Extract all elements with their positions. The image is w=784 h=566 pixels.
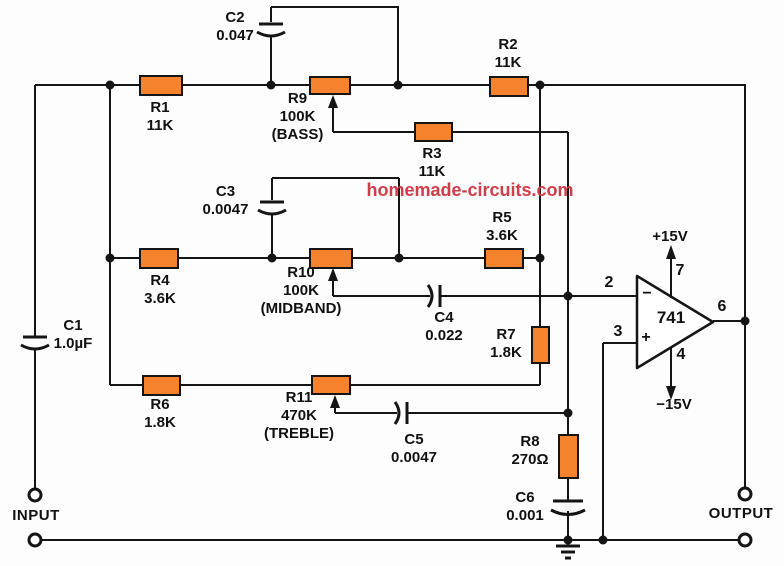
label-opamp-part: 741: [656, 308, 686, 327]
label-R9: R9 100K (BASS): [250, 90, 345, 144]
label-C6-value: 0.001: [506, 507, 544, 524]
input-label: INPUT: [12, 507, 60, 524]
supply-arrow-down: [666, 347, 676, 400]
label-R5: R5 3.6K: [466, 209, 538, 245]
label-R8-value: 270Ω: [511, 451, 549, 468]
resistor-R4-body: [139, 248, 179, 269]
capacitor-C4-symbol: [426, 284, 442, 308]
label-C6-ref: C6: [515, 489, 535, 506]
label-supply-positive: +15V: [652, 228, 688, 245]
ground-symbol: [556, 544, 580, 560]
junction-dots: [105, 80, 750, 545]
watermark: homemade-circuits.com: [366, 180, 574, 200]
label-C6: C6 0.001: [489, 489, 561, 525]
label-R2: R2 11K: [472, 36, 544, 72]
label-C1-ref: C1: [63, 317, 83, 334]
input-terminal: [27, 487, 43, 503]
label-R4-ref: R4: [150, 272, 170, 289]
label-C2-value: 0.047: [216, 27, 254, 44]
label-R7: R7 1.8K: [470, 326, 542, 362]
capacitor-C1-symbol: [20, 335, 50, 351]
label-R2-value: 11K: [494, 54, 522, 71]
opamp-inverting-sign: −: [642, 285, 652, 302]
label-R3-ref: R3: [422, 145, 442, 162]
label-C4-value: 0.022: [425, 327, 463, 344]
label-C5-ref: C5: [404, 431, 424, 448]
wiper-arrow-R9: [328, 95, 338, 132]
label-C3: C3 0.0047: [178, 183, 273, 219]
potentiometer-R10-body: [309, 248, 353, 269]
label-C4-ref: C4: [434, 309, 454, 326]
output-label: OUTPUT: [708, 505, 774, 522]
label-R2-ref: R2: [498, 36, 518, 53]
capacitor-C3-symbol: [257, 200, 287, 216]
label-C5-value: 0.0047: [391, 449, 437, 466]
label-C4: C4 0.022: [402, 309, 486, 345]
label-R10: R10 100K (MIDBAND): [242, 264, 360, 318]
label-C1-value: 1.0µF: [53, 335, 93, 352]
label-R5-value: 3.6K: [486, 227, 518, 244]
label-R6-value: 1.8K: [144, 414, 176, 431]
output-ground-terminal: [737, 532, 753, 548]
label-C1: C1 1.0µF: [42, 317, 104, 353]
label-C2: C2 0.047: [195, 9, 275, 45]
label-C2-ref: C2: [225, 9, 245, 26]
label-R1-ref: R1: [150, 99, 170, 116]
capacitor-C6-symbol: [550, 499, 586, 516]
label-R1-value: 11K: [146, 117, 174, 134]
label-supply-negative: −15V: [656, 396, 692, 413]
opamp-triangle: [635, 274, 715, 370]
resistor-R6-body: [142, 375, 181, 396]
label-C3-ref: C3: [215, 183, 236, 200]
resistor-R5-body: [484, 248, 524, 269]
label-pin6: 6: [717, 298, 727, 315]
label-R6-ref: R6: [150, 396, 170, 413]
label-pin2: 2: [604, 274, 614, 291]
label-R8-ref: R8: [520, 433, 540, 450]
label-R1: R1 11K: [124, 99, 196, 135]
label-R4-value: 3.6K: [144, 290, 176, 307]
label-R10-ref: R10: [287, 264, 315, 281]
potentiometer-R11-body: [311, 375, 351, 395]
label-R10-function: (MIDBAND): [260, 300, 342, 317]
label-R11-function: (TREBLE): [264, 425, 334, 442]
label-R11: R11 470K (TREBLE): [240, 389, 358, 443]
capacitor-C5-symbol: [393, 401, 409, 425]
supply-arrow-up: [666, 245, 676, 298]
label-R7-ref: R7: [496, 326, 516, 343]
opamp-noninverting-sign: +: [641, 329, 651, 346]
label-R3-value: 11K: [418, 163, 446, 180]
label-pin4: 4: [676, 346, 686, 363]
wiper-arrow-R10: [328, 268, 338, 296]
label-pin7: 7: [675, 262, 685, 279]
label-R9-ref: R9: [287, 90, 308, 107]
label-R10-value: 100K: [283, 282, 319, 299]
label-R8: R8 270Ω: [494, 433, 566, 469]
label-R7-value: 1.8K: [490, 344, 522, 361]
resistor-R1-body: [139, 75, 183, 96]
capacitor-C2-symbol: [256, 22, 286, 38]
label-R3: R3 11K: [396, 145, 468, 181]
label-R9-function: (BASS): [271, 126, 324, 143]
label-R6: R6 1.8K: [124, 396, 196, 432]
potentiometer-R9-body: [309, 76, 351, 95]
label-pin3: 3: [613, 323, 623, 340]
label-C5: C5 0.0047: [372, 431, 456, 467]
resistor-R3-body: [414, 122, 453, 142]
resistor-R8-body: [558, 434, 579, 479]
label-R9-value: 100K: [279, 108, 316, 125]
label-R11-ref: R11: [285, 389, 313, 406]
wiper-arrow-R11: [330, 395, 340, 413]
input-ground-terminal: [27, 532, 43, 548]
label-R5-ref: R5: [492, 209, 512, 226]
label-R11-value: 470K: [281, 407, 317, 424]
label-R4: R4 3.6K: [124, 272, 196, 308]
resistor-R7-body: [531, 326, 550, 364]
label-C3-value: 0.0047: [202, 201, 249, 218]
resistor-R2-body: [489, 76, 529, 97]
output-terminal: [737, 486, 753, 502]
